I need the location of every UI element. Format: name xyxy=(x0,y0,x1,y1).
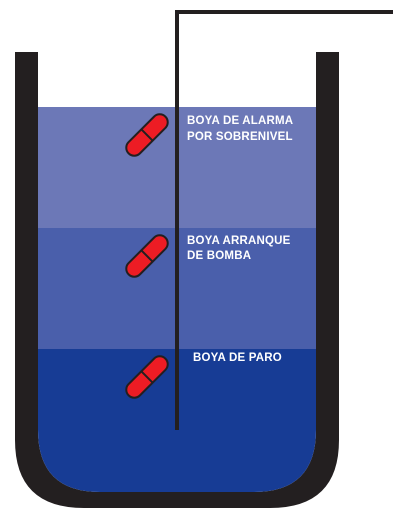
pump-start-float-label-line1: BOYA ARRANQUE xyxy=(187,235,291,247)
pump-start-float-label-line2: DE BOMBA xyxy=(187,250,251,262)
float-cable xyxy=(175,10,393,430)
alarm-float xyxy=(125,113,169,157)
alarm-float-label-line2: POR SOBRENIVEL xyxy=(187,131,293,143)
stop-float-label: BOYA DE PARO xyxy=(193,352,282,364)
alarm-float-label-line1: BOYA DE ALARMA xyxy=(187,115,293,127)
pump-start-float xyxy=(125,234,169,278)
stop-float xyxy=(125,355,169,399)
